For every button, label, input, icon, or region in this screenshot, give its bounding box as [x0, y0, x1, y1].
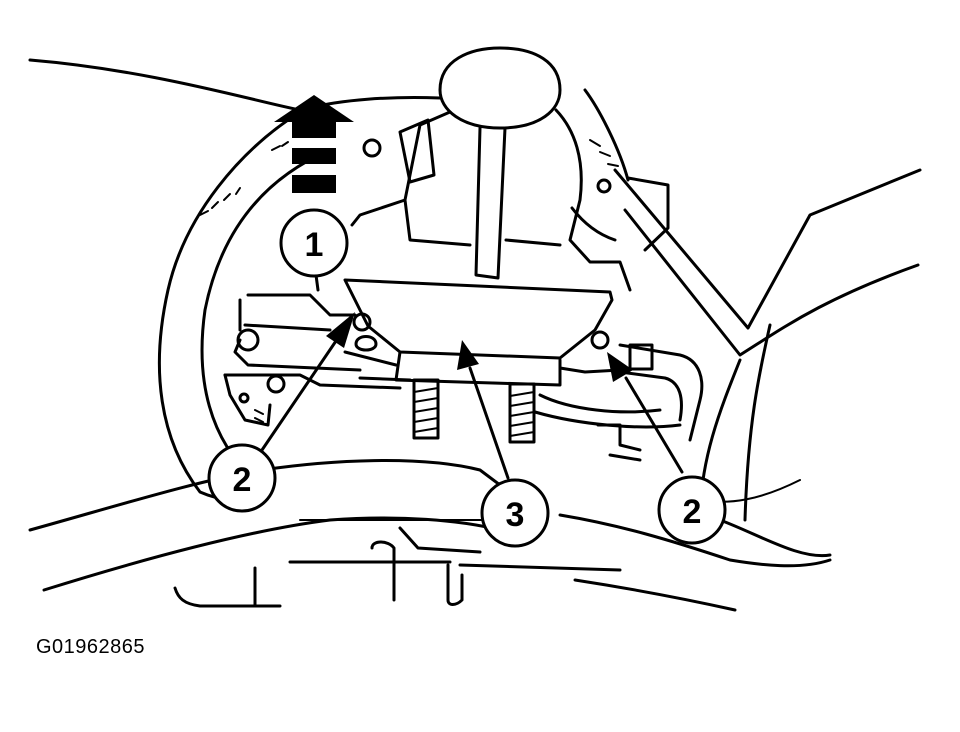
callout-3-label: 3	[506, 496, 525, 534]
callout-2-right: 2	[657, 475, 727, 545]
callout-2-left-label: 2	[233, 461, 252, 499]
leader-arrow-callout-2-right	[607, 352, 684, 474]
callout-1-label: 1	[305, 226, 324, 264]
left-bracket	[223, 293, 402, 427]
callout-3: 3	[480, 478, 550, 548]
frame-rail-right	[613, 168, 922, 522]
callout-1: 1	[279, 208, 349, 278]
crossmember	[28, 459, 832, 612]
figure-id: G01962865	[36, 636, 146, 658]
leader-line-callout-1	[314, 273, 320, 292]
transmission-mount	[343, 278, 622, 444]
callout-2-left: 2	[207, 443, 277, 513]
callout-2-right-label: 2	[683, 493, 702, 531]
leader-arrow-callout-2-left	[260, 312, 355, 452]
transmission-housing	[350, 46, 670, 292]
leader-arrow-callout-3	[457, 340, 510, 480]
front-direction-arrow-icon	[274, 95, 354, 193]
